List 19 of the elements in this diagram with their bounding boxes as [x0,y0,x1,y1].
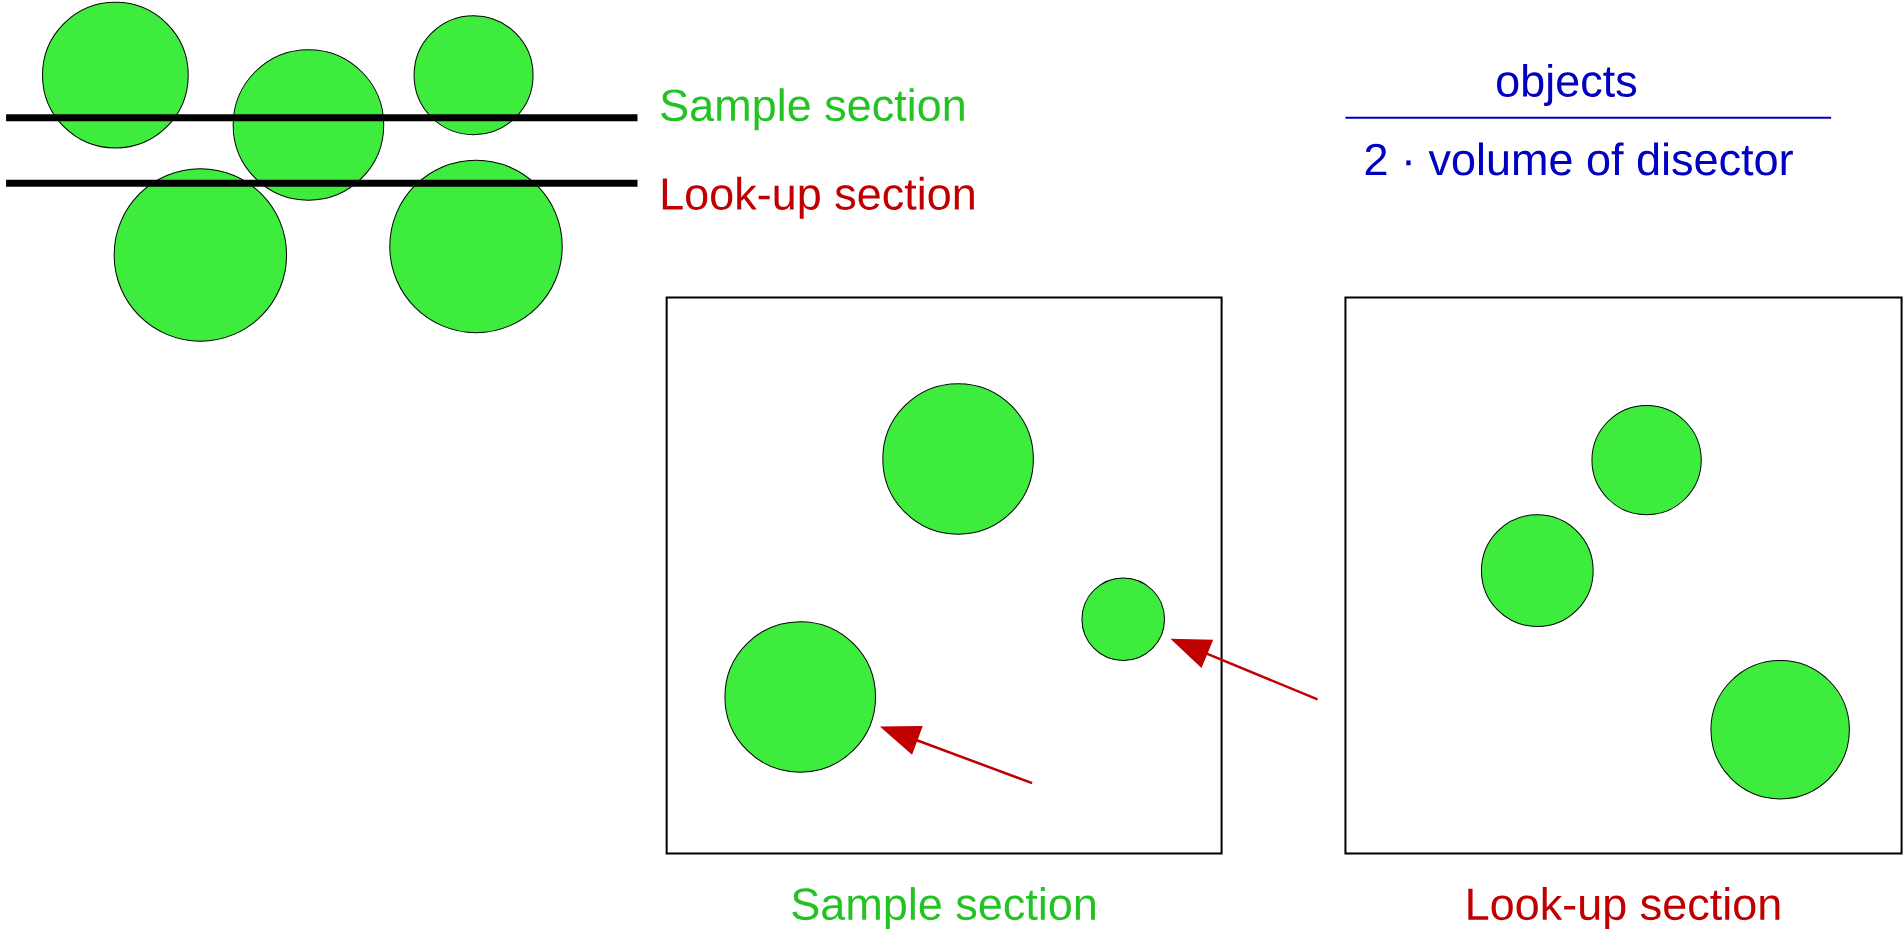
section-box [1344,296,1903,855]
particle-circle [882,383,1034,535]
section-label: Look-up section [662,176,974,219]
particle-circle [1081,577,1165,661]
particle-circle [113,168,288,342]
particle-circle [1591,405,1702,516]
particle-circle [42,1,189,149]
formula-text: 2 · volume of disector [1365,142,1793,176]
section-caption: Sample section [792,887,1095,930]
particle-circle [1710,660,1850,800]
particle-circle [232,49,385,201]
section-caption: Look-up section [1468,887,1780,930]
section-box [665,296,1223,855]
particle-circle [1480,514,1594,627]
section-label: Sample section [661,88,964,131]
particle-circle [389,159,563,334]
particle-circle [413,15,534,136]
particle-circle [724,621,876,773]
formula-text: objects [1497,63,1637,106]
